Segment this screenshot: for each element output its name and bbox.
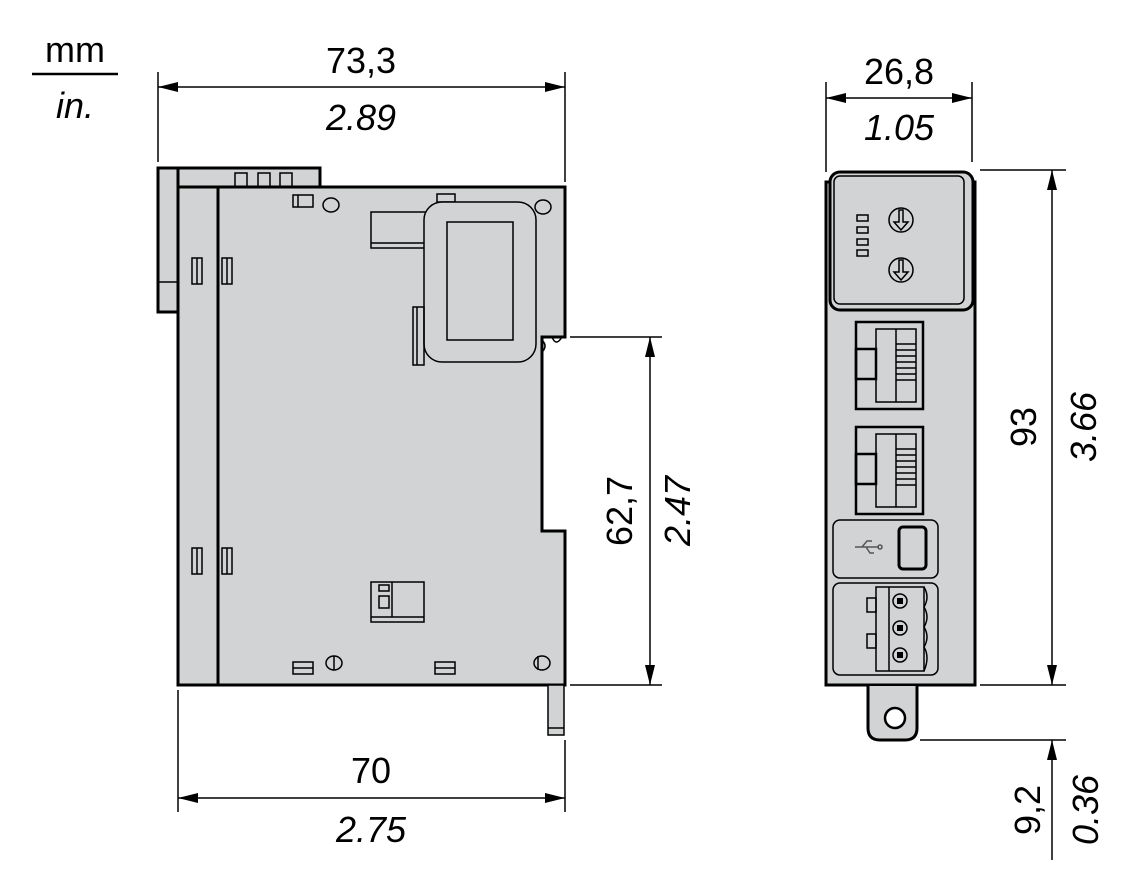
overall-depth-mm: 73,3	[326, 40, 396, 81]
tab-height-mm: 9,2	[1007, 785, 1048, 835]
width-in: 1.05	[864, 107, 935, 148]
front-view	[824, 170, 977, 742]
body-depth-mm: 70	[351, 750, 391, 791]
unit-in: in.	[56, 85, 94, 126]
unit-mm: mm	[45, 29, 105, 70]
dimension-arrows	[158, 82, 1057, 860]
terminal-block	[832, 582, 939, 676]
units-legend: mm in.	[32, 29, 118, 126]
height-mm: 93	[1003, 407, 1044, 447]
display-cover	[423, 201, 537, 363]
rail-height-mm: 62,7	[599, 476, 640, 546]
usb-icon	[855, 540, 883, 554]
screw-icon	[888, 257, 914, 283]
rail-height-in: 2.47	[657, 474, 698, 547]
overall-depth-in: 2.89	[325, 97, 396, 138]
usb-port	[832, 519, 939, 579]
ethernet-port-1	[854, 320, 925, 411]
screw-icon	[888, 207, 914, 233]
top-connector	[156, 166, 322, 190]
tab-height-in: 0.36	[1065, 774, 1106, 845]
width-mm: 26,8	[864, 51, 934, 92]
left-protrusion	[156, 166, 180, 314]
top-cover	[828, 170, 975, 312]
ethernet-port-2	[854, 425, 925, 516]
side-view	[156, 166, 567, 736]
body-depth-in: 2.75	[335, 809, 407, 850]
din-latch	[547, 684, 565, 736]
height-in: 3.66	[1063, 391, 1104, 462]
